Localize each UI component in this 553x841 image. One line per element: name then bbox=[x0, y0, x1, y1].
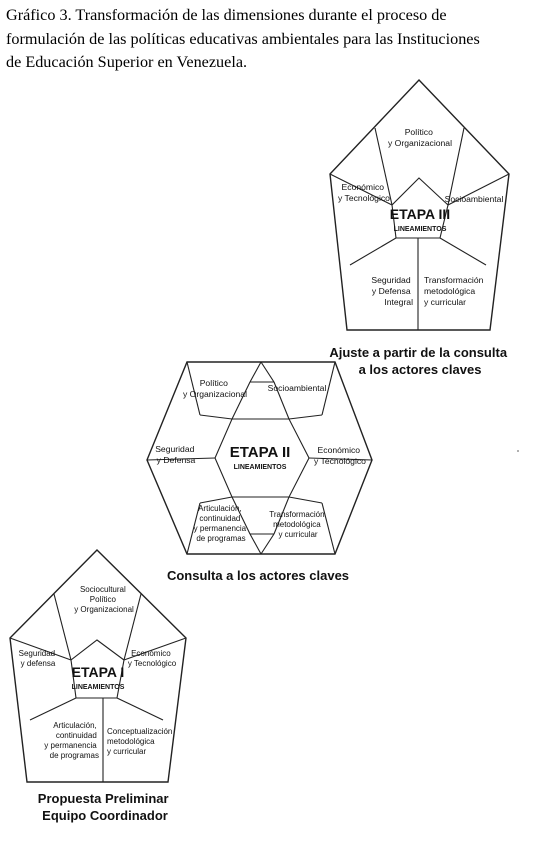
stage3-subtitle: LINEAMIENTOS bbox=[394, 226, 447, 233]
stage2-caption: Consulta a los actores claves bbox=[167, 568, 349, 583]
stray-dot bbox=[517, 450, 519, 452]
stage1-top-label: Sociocultural Político y Organizacional bbox=[74, 585, 134, 614]
stage1-bottom-right-label: Conceptualización metodológica y curricu… bbox=[107, 727, 175, 756]
stage1-bottom-left-label: Articulación, continuidad y permanencia … bbox=[44, 721, 99, 760]
stage3-top-label: Político y Organizacional bbox=[388, 127, 452, 148]
stage3-title: ETAPA III bbox=[390, 206, 450, 222]
stage2-top-left-label: Político y Organizacional bbox=[183, 378, 247, 399]
stage1-inner-pentagon bbox=[70, 639, 125, 699]
stage1-title: ETAPA I bbox=[72, 664, 125, 680]
stage2-title: ETAPA II bbox=[230, 444, 291, 461]
stage1-left-label: Seguridad y defensa bbox=[19, 649, 58, 668]
stage1-pentagon: Sociocultural Político y Organizacional … bbox=[9, 549, 187, 823]
caption-line-2: formulación de las políticas educativas … bbox=[6, 29, 480, 48]
stage2-subtitle: LINEAMIENTOS bbox=[234, 464, 287, 471]
stage3-caption: Ajuste a partir de la consulta a los act… bbox=[329, 345, 510, 377]
figure-caption: Gráfico 3. Transformación de las dimensi… bbox=[6, 4, 550, 75]
stage3-right-label: Socioambiental bbox=[445, 194, 504, 204]
stage3-bottom-right-label: Transformación metodológica y curricular bbox=[424, 275, 486, 307]
stage2-right-label: Económico y Tecnológico bbox=[314, 445, 366, 466]
stage2-bottom-left-label: Articulación, continuidad y permanencia … bbox=[194, 504, 249, 543]
stage2-left-label: Seguridad y Defensa bbox=[155, 444, 197, 465]
stage1-right-label: Económico y Tecnológico bbox=[128, 649, 177, 668]
stage1-subtitle: LINEAMIENTOS bbox=[72, 684, 125, 691]
stage3-bottom-left-label: Seguridad y Defensa Integral bbox=[371, 275, 413, 307]
stage1-outer-pentagon bbox=[9, 549, 187, 783]
stage3-left-label: Económico y Tecnológico bbox=[338, 182, 390, 203]
stage1-caption: Propuesta Preliminar Equipo Coordinador bbox=[38, 791, 172, 823]
caption-line-3: de Educación Superior en Venezuela. bbox=[6, 53, 248, 71]
stage3-outer-pentagon bbox=[329, 78, 510, 331]
stage2-top-right-label: Socioambiental bbox=[268, 383, 327, 393]
caption-line-1: Gráfico 3. Transformación de las dimensi… bbox=[6, 6, 447, 24]
stage2-hexagon: Político y Organizacional Socioambiental… bbox=[146, 361, 373, 583]
stage2-bottom-right-label: Transformación metodológica y curricular bbox=[269, 510, 327, 539]
stage3-pentagon: Político y Organizacional Económico y Te… bbox=[329, 78, 510, 377]
